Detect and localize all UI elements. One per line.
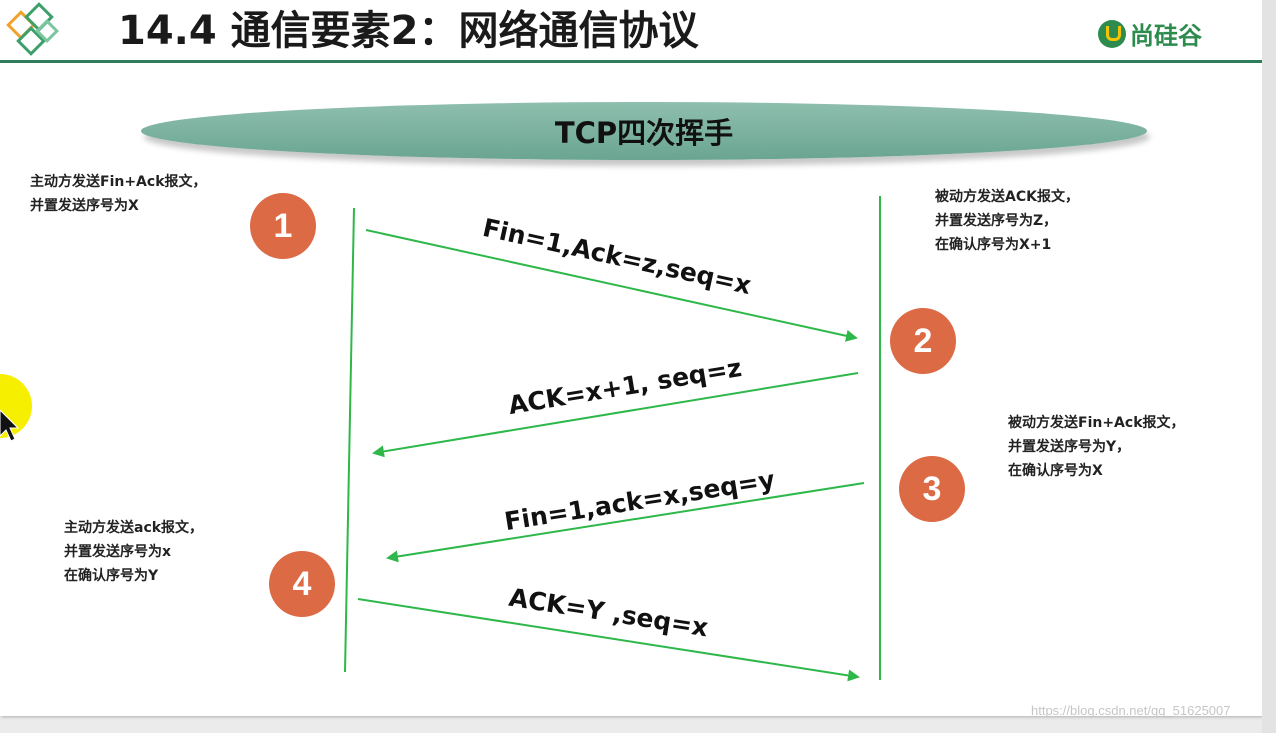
- handshake-diagram: [344, 196, 881, 682]
- note-active-send-fin: 主动方发送Fin+Ack报文， 并置发送序号为X: [30, 170, 207, 218]
- window-edge: [1262, 0, 1276, 733]
- header-divider: [0, 60, 1262, 63]
- note-line: 并置发送序号为Y，: [1008, 439, 1131, 455]
- brand-logo: 尚硅谷: [1098, 16, 1202, 51]
- brand-logo-text: 尚硅谷: [1130, 22, 1202, 50]
- note-line: 被动方发送ACK报文，: [935, 189, 1079, 205]
- section-banner: TCP四次挥手: [141, 102, 1147, 160]
- arrow-ack-passive-to-active: [372, 372, 859, 458]
- note-passive-send-fin: 被动方发送Fin+Ack报文， 并置发送序号为Y， 在确认序号为X: [1008, 411, 1185, 483]
- step-badge-1: 1: [250, 193, 316, 259]
- note-line: 在确认序号为X+1: [935, 237, 1052, 253]
- step-badge-4: 4: [269, 551, 335, 617]
- note-line: 并置发送序号为Z，: [935, 213, 1058, 229]
- note-line: 主动方发送Fin+Ack报文，: [30, 174, 207, 190]
- page-title: 14.4 通信要素2：网络通信协议: [118, 8, 699, 54]
- arrow-fin-passive-to-active: [386, 482, 865, 563]
- note-line: 被动方发送Fin+Ack报文，: [1008, 415, 1185, 431]
- step-badge-3: 3: [899, 456, 965, 522]
- note-passive-send-ack: 被动方发送ACK报文， 并置发送序号为Z， 在确认序号为X+1: [935, 185, 1079, 257]
- brand-logo-icon: [1098, 19, 1126, 48]
- arrow-fin-active-to-passive: [365, 229, 858, 342]
- step-badge-2: 2: [890, 308, 956, 374]
- mouse-cursor-icon: [0, 410, 20, 442]
- note-line: 并置发送序号为x: [64, 544, 172, 560]
- watermark: https://blog.csdn.net/qq_51625007: [1031, 703, 1231, 718]
- arrow-ack-active-to-passive: [357, 598, 860, 682]
- active-lifeline: [344, 207, 355, 673]
- note-active-send-ack: 主动方发送ack报文， 并置发送序号为x 在确认序号为Y: [64, 516, 203, 588]
- note-line: 在确认序号为Y: [64, 568, 159, 584]
- note-line: 主动方发送ack报文，: [64, 520, 204, 536]
- diamond-logo-icon: [6, 2, 60, 56]
- banner-title: TCP四次挥手: [554, 116, 734, 150]
- note-line: 并置发送序号为X: [30, 198, 139, 214]
- note-line: 在确认序号为X: [1008, 463, 1103, 479]
